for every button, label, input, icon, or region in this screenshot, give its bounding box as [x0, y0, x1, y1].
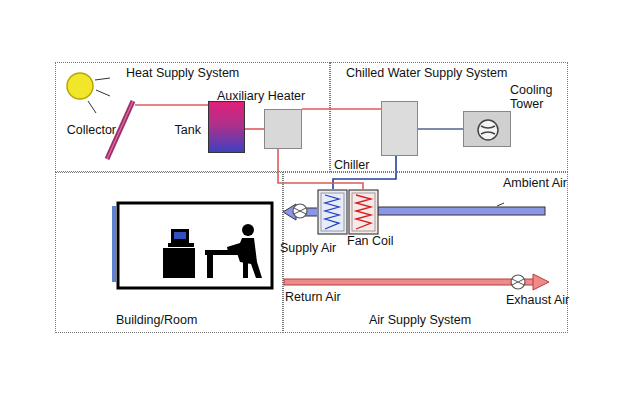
flow-label: Return Air [285, 291, 341, 305]
pipe-connector [302, 109, 381, 110]
component-label: Cooling Tower [510, 84, 552, 112]
sun-symbol [67, 73, 110, 113]
collector-panel: Collector [105, 100, 135, 160]
component-label: Collector [67, 124, 116, 138]
pipe-connector [418, 129, 463, 130]
fan-coil: Fan Coil [317, 189, 379, 235]
flow-label: Ambient Air [503, 177, 567, 191]
component-label: Fan Coil [347, 235, 394, 249]
exhaust-fan [511, 275, 525, 289]
region-band: Heat Supply SystemCollectorTankAuxiliary… [55, 62, 330, 172]
region-heading: Air Supply System [369, 314, 471, 328]
region-heading: Building/Room [116, 314, 197, 328]
component-label: Auxiliary Heater [217, 90, 305, 104]
component-label: Chiller [334, 159, 369, 173]
return-air-duct [284, 274, 549, 290]
room-illustration [112, 203, 272, 288]
pipe-connector [283, 204, 317, 220]
coil-shape [317, 189, 379, 235]
region-band: Chilled Water Supply SystemChiller Coolin… [330, 62, 568, 172]
ambient-air-duct [378, 203, 545, 215]
region-band: Building/Room [55, 172, 283, 333]
component-label: Tank [175, 124, 201, 138]
tower-shape [464, 112, 512, 148]
pipe-connector [245, 129, 264, 130]
region-heading: Chilled Water Supply System [346, 67, 507, 81]
auxiliary-heater: Auxiliary Heater [264, 109, 302, 149]
region-heading: Heat Supply System [126, 67, 239, 81]
supply-fan [293, 204, 307, 218]
pipe-connector [135, 105, 208, 106]
chiller-box: Chiller [381, 101, 418, 156]
flow-label: Exhaust Air [506, 294, 569, 308]
cooling-tower: Cooling Tower [463, 111, 511, 147]
flow-label: Supply Air [280, 242, 336, 256]
storage-tank: Tank [208, 101, 245, 153]
